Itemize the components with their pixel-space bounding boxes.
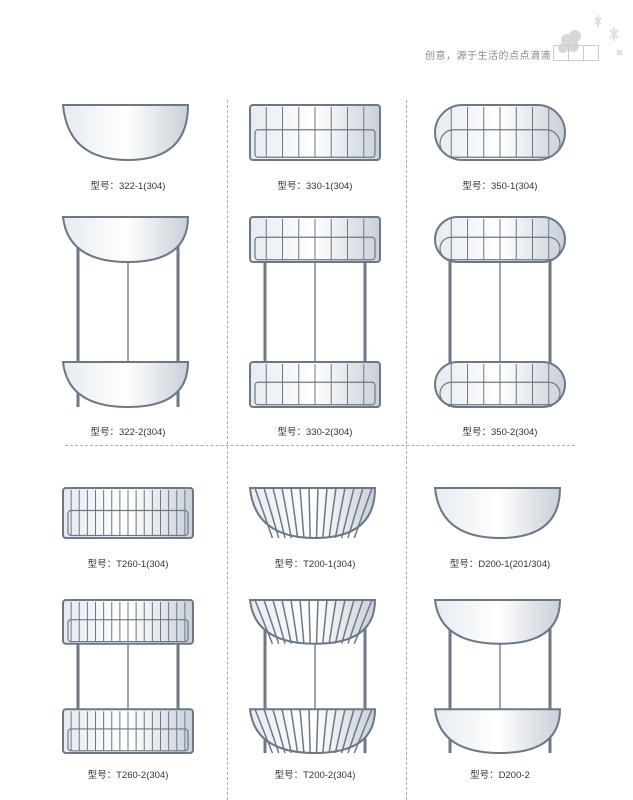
product-model-label: 型号：T200-2(304) bbox=[274, 770, 356, 781]
product-model-label: 型号：322-2(304) bbox=[90, 427, 166, 438]
product-model-label: 型号：T200-1(304) bbox=[274, 559, 356, 570]
product-image-wire-corner-1 bbox=[225, 478, 405, 548]
product-image-rect-1 bbox=[225, 95, 405, 170]
product-model-label: 型号：350-2(304) bbox=[462, 427, 538, 438]
column-divider bbox=[227, 100, 228, 800]
row-divider bbox=[65, 445, 575, 446]
product-model-label: 型号：350-1(304) bbox=[462, 181, 538, 192]
product-image-oval-1 bbox=[410, 95, 590, 170]
product-image-wire-corner-2 bbox=[225, 588, 405, 763]
product-image-corner-1 bbox=[38, 95, 218, 170]
product-image-corner-2 bbox=[38, 205, 218, 417]
product-model-label: 型号：D200-1(201/304) bbox=[449, 559, 551, 570]
product-model-label: 型号：D200-2 bbox=[470, 770, 530, 781]
product-image-oval-2 bbox=[410, 205, 590, 417]
slogan: 创意，源于生活的点点滴滴 bbox=[425, 51, 551, 62]
product-image-plate-corner-1 bbox=[410, 478, 590, 548]
column-divider bbox=[406, 100, 407, 800]
product-model-label: 型号：T260-1(304) bbox=[87, 559, 169, 570]
product-model-label: 型号：322-1(304) bbox=[90, 181, 166, 192]
product-image-plate-corner-2 bbox=[410, 588, 590, 763]
product-image-rect-2 bbox=[225, 205, 405, 417]
slogan-boxes bbox=[553, 45, 599, 61]
product-image-wire-rect-1 bbox=[38, 478, 218, 548]
product-image-wire-rect-2 bbox=[38, 588, 218, 763]
product-model-label: 型号：330-1(304) bbox=[277, 181, 353, 192]
product-model-label: 型号：330-2(304) bbox=[277, 427, 353, 438]
product-model-label: 型号：T260-2(304) bbox=[87, 770, 169, 781]
